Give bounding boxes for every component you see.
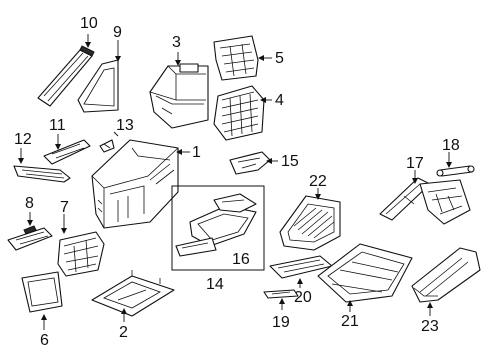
- callout-7: 7: [60, 199, 69, 216]
- part-15-cupholder-trim: 15: [229, 151, 299, 175]
- callout-8: 8: [25, 195, 34, 212]
- part-8-small-tray: 8: [7, 195, 53, 251]
- part-6-floor-pad: 6: [21, 271, 63, 349]
- callout-22: 22: [309, 173, 327, 190]
- inset-box-14: 14: [171, 185, 265, 293]
- part-3-storage-bin: 3: [149, 34, 209, 129]
- callout-10: 10: [80, 15, 98, 32]
- part-4-mesh-insert: 4: [213, 85, 284, 141]
- part-5-cupholder-insert: 5: [213, 35, 284, 81]
- callout-1: 1: [192, 144, 201, 161]
- part-10-armrest-strap: 10: [37, 15, 98, 107]
- part-1-console-base: 1: [91, 139, 201, 229]
- callout-17: 17: [406, 155, 424, 172]
- part-17-seatback-frame: 17: [379, 155, 471, 225]
- callout-19: 19: [272, 314, 290, 331]
- callout-3: 3: [172, 34, 181, 51]
- part-23-armrest-cushion: 23: [411, 247, 481, 335]
- callout-6: 6: [40, 332, 49, 349]
- callout-9: 9: [113, 24, 122, 41]
- part-16-cupholder-assembly: 16: [175, 193, 257, 268]
- part-7-switch-module: 7: [57, 199, 105, 277]
- part-18-latch-rod: 18: [436, 137, 475, 177]
- callout-16: 16: [232, 251, 250, 268]
- part-22-cushion-module: 22: [279, 173, 341, 251]
- part-11-trim-bezel: 11: [43, 117, 91, 165]
- callout-13: 13: [116, 117, 134, 134]
- callout-5: 5: [275, 50, 284, 67]
- callout-12: 12: [14, 131, 32, 148]
- callout-14: 14: [206, 276, 224, 293]
- callout-21: 21: [341, 313, 359, 330]
- callout-11: 11: [49, 117, 66, 134]
- callout-15: 15: [281, 153, 299, 170]
- part-12-side-trim: 12: [13, 131, 71, 183]
- part-13-clip: 13: [99, 117, 134, 153]
- part-2-mounting-bracket: 2: [91, 270, 175, 341]
- callout-23: 23: [421, 318, 439, 335]
- callout-20: 20: [294, 289, 312, 306]
- part-19-small-strip: 19: [263, 289, 299, 331]
- callout-4: 4: [275, 92, 284, 109]
- callout-18: 18: [442, 137, 460, 154]
- callout-2: 2: [119, 324, 128, 341]
- part-9-armrest-panel: 9: [77, 24, 122, 113]
- part-21-seat-frame: 21: [317, 243, 413, 330]
